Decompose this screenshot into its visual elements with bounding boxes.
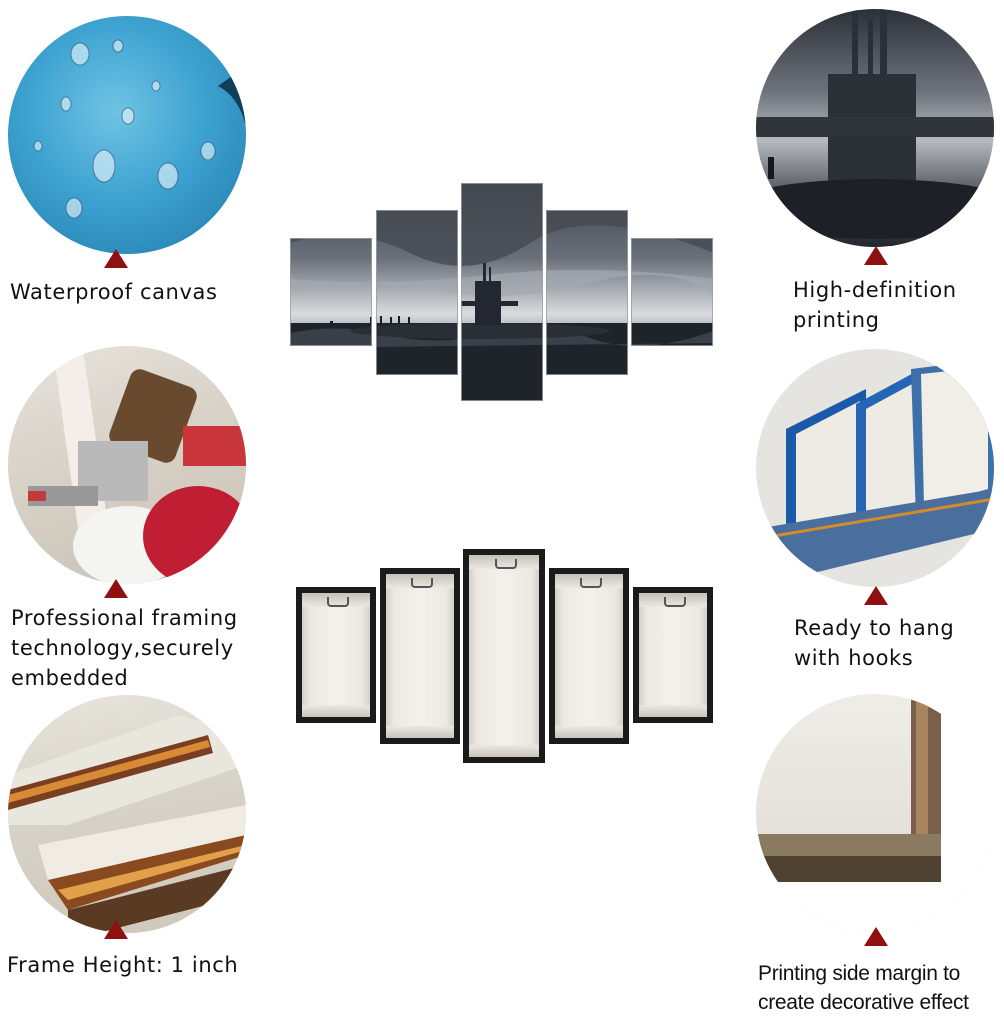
waterproof-label: Waterproof canvas — [10, 280, 218, 304]
hook-icon — [327, 597, 349, 607]
canvas-set-preview — [290, 183, 714, 401]
hook-icon — [664, 597, 686, 607]
hd-printing-photo — [756, 9, 994, 247]
frame-back-2 — [380, 568, 460, 744]
frame-back-5 — [633, 587, 713, 723]
frame-back-3 — [463, 549, 545, 763]
hook-icon — [495, 559, 517, 569]
frame-height-marker — [104, 920, 128, 939]
hooks-label: Ready to hang with hooks — [794, 616, 955, 670]
framing-tool-icon — [28, 354, 246, 584]
side-margin-photo — [756, 694, 994, 932]
frame-height-label: Frame Height: 1 inch — [7, 953, 239, 977]
hd-printing-label: High-definition printing — [793, 278, 957, 332]
side-margin-marker — [864, 927, 888, 946]
framing-marker — [104, 579, 128, 598]
framing-photo — [8, 346, 246, 584]
framing-label: Professional framing technology,securely… — [11, 606, 238, 690]
hook-icon — [580, 578, 602, 588]
frame-back-1 — [296, 587, 376, 723]
hd-printing-marker — [864, 246, 888, 265]
hooks-marker — [864, 586, 888, 605]
stacked-canvas-icon — [756, 359, 994, 587]
waterproof-marker — [104, 249, 128, 268]
submarine-closeup-icon — [756, 9, 994, 239]
side-margin-label: Printing side margin to create decorativ… — [758, 962, 969, 1014]
frame-back-4 — [549, 568, 629, 744]
canvas-corner-icon — [756, 694, 994, 932]
frame-height-photo — [8, 695, 246, 933]
frame-edge-icon — [8, 715, 246, 933]
panel-gaps — [290, 183, 714, 401]
water-drops-icon — [33, 39, 246, 219]
hook-icon — [411, 578, 433, 588]
waterproof-canvas-photo — [8, 16, 246, 254]
frames-back-view — [296, 549, 714, 763]
hooks-photo — [756, 349, 994, 587]
